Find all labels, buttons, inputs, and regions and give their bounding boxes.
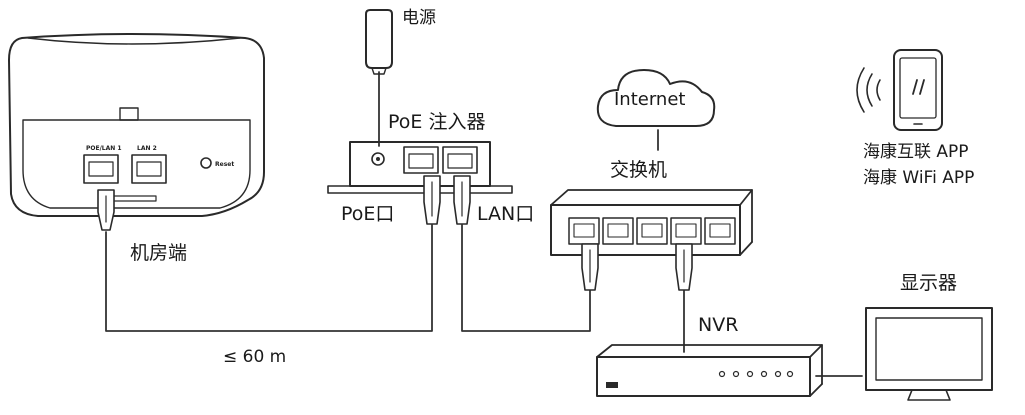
wifi-signal-icon [856, 67, 881, 113]
network-switch [550, 189, 753, 291]
nvr-top [596, 344, 823, 358]
nvr-device [596, 344, 823, 397]
power-adapter-icon [365, 9, 393, 75]
distance-label: ≤ 60 m [223, 347, 287, 367]
device-port-lan2 [131, 154, 167, 184]
dc-jack-icon [371, 152, 385, 166]
injector-lan-port [442, 146, 478, 174]
internet-label: Internet [614, 89, 686, 110]
device-clip [119, 107, 139, 121]
device-port1-label: POE/LAN 1 [86, 145, 122, 152]
device-port2-label: LAN 2 [137, 145, 157, 152]
app-label-1: 海康互联 APP [863, 142, 969, 162]
app-label-2: 海康 WiFi APP [863, 168, 975, 188]
poe-port-label: PoE口 [341, 203, 395, 225]
power-label: 电源 [402, 8, 436, 28]
reset-button-icon [200, 157, 212, 169]
poe-injector [327, 141, 513, 225]
cable-injector-lan-to-switch [461, 224, 591, 332]
monitor-icon [865, 307, 993, 401]
nvr-front [596, 356, 811, 397]
smartphone-icon [893, 49, 943, 131]
device-inner-panel [22, 119, 251, 209]
device-housing [8, 33, 265, 217]
nvr-label: NVR [698, 314, 739, 336]
cables [105, 71, 863, 377]
internet-cloud-icon [596, 69, 716, 127]
display-label: 显示器 [900, 272, 958, 294]
injector-poe-port [403, 146, 439, 174]
lan-port-label: LAN口 [477, 203, 535, 225]
reset-label: Reset [215, 161, 234, 168]
device-port-poe-lan1 [83, 154, 119, 184]
injector-mount-plate [327, 185, 513, 194]
device-cap-edge [27, 37, 241, 45]
switch-body [550, 204, 741, 256]
switch-label: 交换机 [610, 159, 668, 181]
switch-top [550, 189, 753, 206]
poe-injector-label: PoE 注入器 [388, 111, 486, 133]
cable-device-to-poe [105, 224, 433, 332]
machine-room-label: 机房端 [130, 242, 188, 264]
outdoor-device: POE/LAN 1 LAN 2 Reset [8, 33, 265, 231]
